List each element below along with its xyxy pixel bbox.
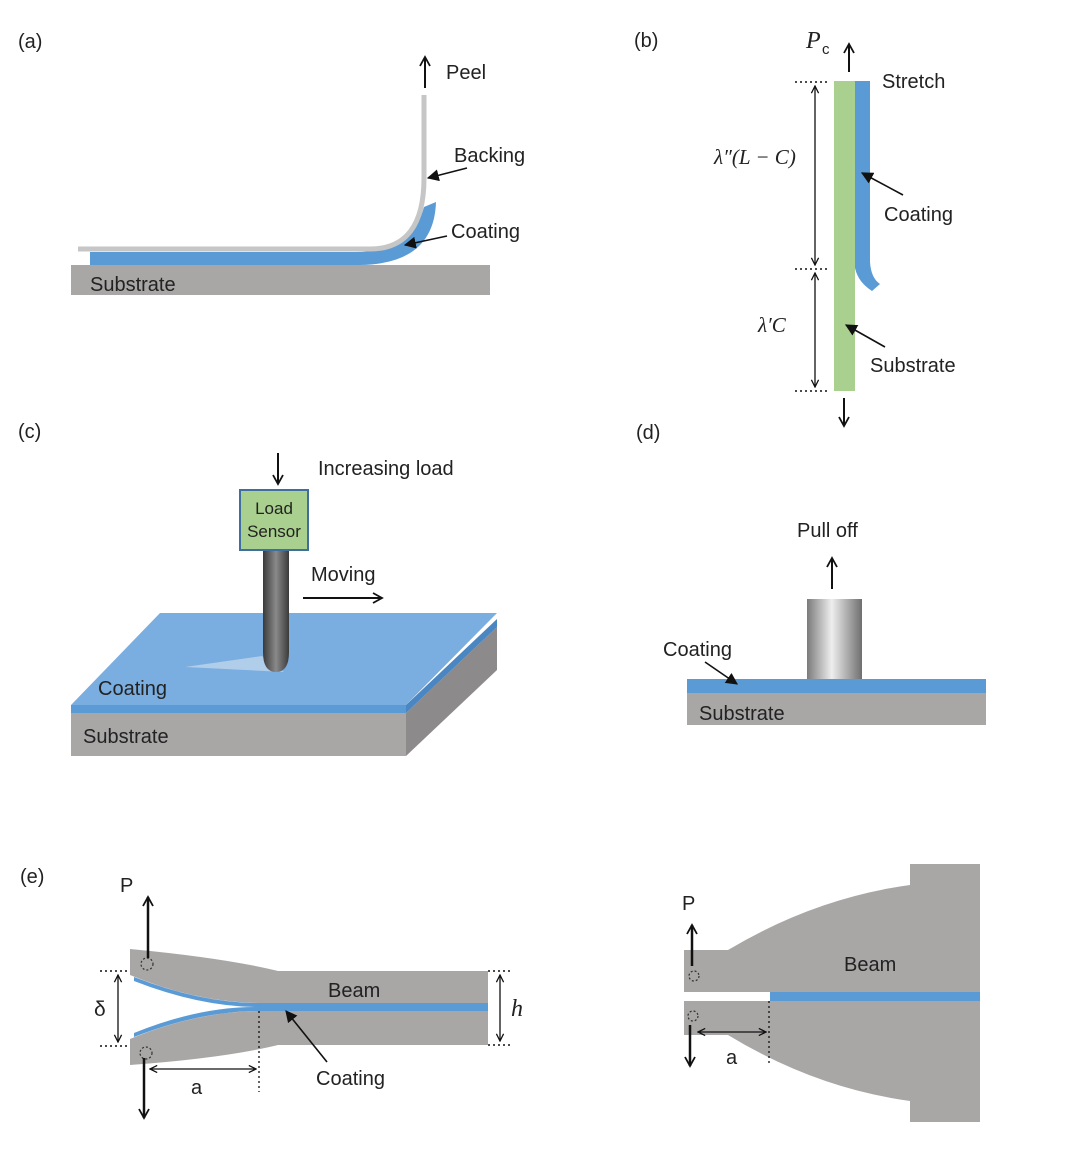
substrate-side [406, 627, 497, 756]
crack-length-label: a [726, 1047, 738, 1069]
sensor-label-line2: Sensor [247, 522, 301, 541]
panel-c-tag: (c) [18, 421, 41, 443]
thickness-label: h [511, 996, 523, 1022]
panel-c: (c) Load Sensor Increasing load Moving C… [18, 421, 497, 756]
coating-side [406, 619, 497, 713]
backing-label: Backing [454, 145, 525, 167]
force-subscript: c [822, 41, 830, 58]
load-label: P [682, 893, 695, 915]
upper-tapered-arm [684, 864, 980, 993]
coating-layer [90, 202, 436, 265]
force-label: P [805, 28, 821, 54]
moving-label: Moving [311, 564, 375, 586]
coating-label: Coating [316, 1068, 385, 1090]
load-label: P [120, 875, 133, 897]
panel-a-tag: (a) [18, 31, 42, 53]
panel-a: (a) Peel Backing Coating Substrate [18, 31, 525, 296]
panel-b-tag: (b) [634, 30, 658, 52]
panel-b: (b) P c Stretch λ″(L − C) λ′C Coating Su… [634, 28, 956, 428]
load-sensor-box [239, 489, 309, 551]
coating-label: Coating [98, 678, 167, 700]
beam-label: Beam [844, 954, 896, 976]
substrate-label: Substrate [699, 703, 785, 725]
panel-e-tag: (e) [20, 866, 44, 888]
crack-length-label: a [191, 1077, 203, 1099]
backing-tape [78, 95, 427, 252]
lower-beam-arm [130, 1011, 488, 1065]
upper-pin [688, 970, 700, 982]
substrate-label: Substrate [83, 726, 169, 748]
coating-front [71, 705, 406, 713]
coating-label: Coating [884, 204, 953, 226]
substrate-label: Substrate [90, 274, 176, 296]
panel-e: (e) P δ h Beam Coating a [20, 864, 980, 1122]
scratch-track [185, 656, 284, 672]
sensor-label-line1: Load [255, 499, 293, 518]
substrate-label: Substrate [870, 355, 956, 377]
lower-length-label: λ′C [757, 313, 787, 337]
upper-length-label: λ″(L − C) [713, 145, 796, 169]
increasing-load-label: Increasing load [318, 458, 454, 480]
panel-d-tag: (d) [636, 422, 660, 444]
double-cantilever-beam: P δ h Beam Coating a [94, 875, 523, 1120]
lower-pin [139, 1046, 153, 1060]
panel-d: (d) Pull off Coating Substrate [636, 422, 986, 725]
opening-label: δ [94, 998, 106, 1021]
peel-label: Peel [446, 62, 486, 84]
coating-layer [687, 679, 986, 693]
pull-off-label: Pull off [797, 520, 858, 542]
coating-label: Coating [663, 639, 732, 661]
coating-label: Coating [451, 221, 520, 243]
substrate-front [71, 713, 406, 756]
substrate-pointer [844, 324, 886, 348]
upper-beam-arm [130, 949, 488, 1003]
coating-pointer [704, 661, 738, 685]
dcb-coating [134, 977, 488, 1037]
coating-pointer [860, 172, 904, 196]
tapered-coating [770, 992, 980, 1001]
substrate-block [687, 692, 986, 725]
substrate-block [71, 265, 490, 295]
stretch-coating-strip [855, 81, 880, 291]
stretch-substrate-strip [834, 81, 855, 391]
coating-pointer [403, 235, 448, 249]
tapered-beam: P Beam a [682, 864, 980, 1122]
beam-label: Beam [328, 980, 380, 1002]
upper-pin [140, 957, 154, 971]
stylus [263, 548, 289, 672]
lower-pin [687, 1010, 699, 1022]
coating-pointer [285, 1010, 328, 1063]
backing-pointer [426, 167, 468, 182]
stretch-label: Stretch [882, 71, 945, 93]
pull-off-dolly [807, 599, 862, 679]
